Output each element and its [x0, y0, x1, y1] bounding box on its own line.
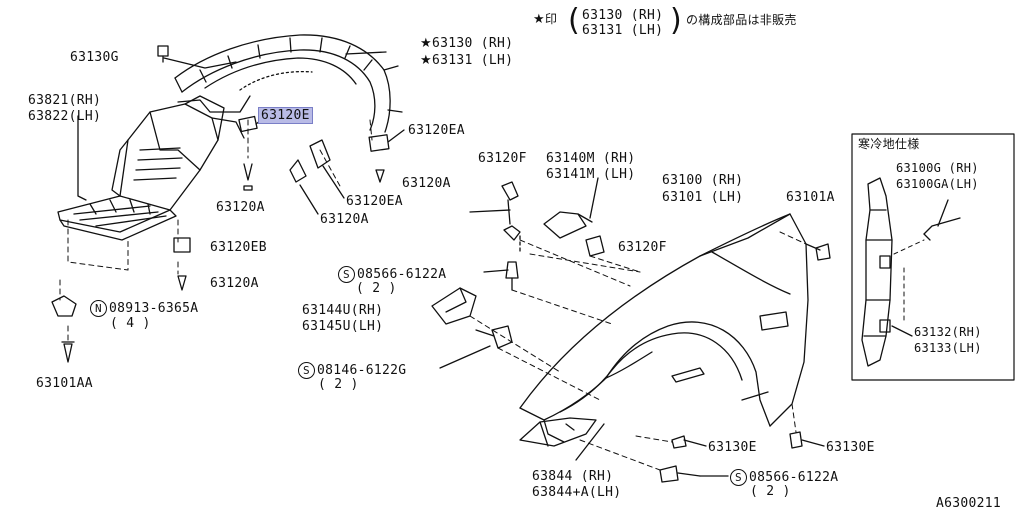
label-63822-lh: 63822(LH) — [28, 109, 102, 124]
label-63100G-rh: 63100G (RH) — [896, 161, 979, 175]
wheelhouse-liner — [174, 34, 403, 133]
label-63100-rh: 63100 (RH) — [662, 173, 744, 188]
label-63120EA-right: 63120EA — [408, 123, 465, 138]
drawing-code: A6300211 — [936, 496, 1002, 511]
cold-region-box — [851, 133, 1015, 381]
cold-region-title: 寒冷地仕様 — [858, 137, 920, 151]
label-63821-rh: 63821(RH) — [28, 93, 102, 108]
label-63120A-d: 63120A — [210, 276, 259, 291]
label-63130E-b: 63130E — [826, 440, 875, 455]
note-suffix: の構成部品は非販売 — [686, 13, 797, 27]
label-63100GA-lh: 63100GA(LH) — [896, 177, 979, 191]
label-n08913-qty: ( 4 ) — [110, 316, 151, 331]
label-63120EB: 63120EB — [210, 240, 267, 255]
label-63144U-rh: 63144U(RH) — [302, 303, 384, 318]
middle-brackets — [431, 181, 605, 349]
note-part-lh: 63131 (LH) — [582, 23, 664, 38]
label-63844A-lh: 63844+A(LH) — [532, 485, 622, 500]
label-63120A-b: 63120A — [320, 212, 369, 227]
label-63140M-rh: 63140M (RH) — [546, 151, 636, 166]
label-63131-lh: ★63131 (LH) — [420, 53, 514, 68]
label-63120E-highlighted[interactable]: 63120E — [258, 107, 313, 124]
cold-region-parts — [861, 177, 961, 367]
label-63844-rh: 63844 (RH) — [532, 469, 614, 484]
label-63141M-lh: 63141M (LH) — [546, 167, 636, 182]
label-63130-rh: ★63130 (RH) — [420, 36, 514, 51]
label-63101-lh: 63101 (LH) — [662, 190, 744, 205]
label-63130E-a: 63130E — [708, 440, 757, 455]
label-s08146-qty: ( 2 ) — [318, 377, 359, 392]
note-star: ★印 — [533, 12, 558, 27]
label-s08566-a-qty: ( 2 ) — [356, 281, 397, 296]
label-63120A-c: 63120A — [402, 176, 451, 191]
fender-fasteners — [659, 243, 831, 483]
label-63120F-b: 63120F — [618, 240, 667, 255]
label-63101A: 63101A — [786, 190, 835, 205]
note-open-brace: ( — [568, 3, 580, 38]
label-63145U-lh: 63145U(LH) — [302, 319, 384, 334]
label-63132-rh: 63132(RH) — [914, 325, 982, 339]
label-63120F-a: 63120F — [478, 151, 527, 166]
splash-shield — [57, 95, 245, 241]
label-63133-lh: 63133(LH) — [914, 341, 982, 355]
label-63120A-a: 63120A — [216, 200, 265, 215]
fender-trim — [519, 417, 597, 447]
front-fender — [519, 213, 809, 443]
note-close-brace: ) — [670, 3, 682, 38]
label-63130G: 63130G — [70, 50, 119, 65]
label-s08566-b-qty: ( 2 ) — [750, 484, 791, 499]
label-63101AA: 63101AA — [36, 376, 93, 391]
label-63120EA-mid: 63120EA — [346, 194, 403, 209]
note-part-rh: 63130 (RH) — [582, 8, 664, 23]
fastener-icons — [51, 45, 390, 363]
